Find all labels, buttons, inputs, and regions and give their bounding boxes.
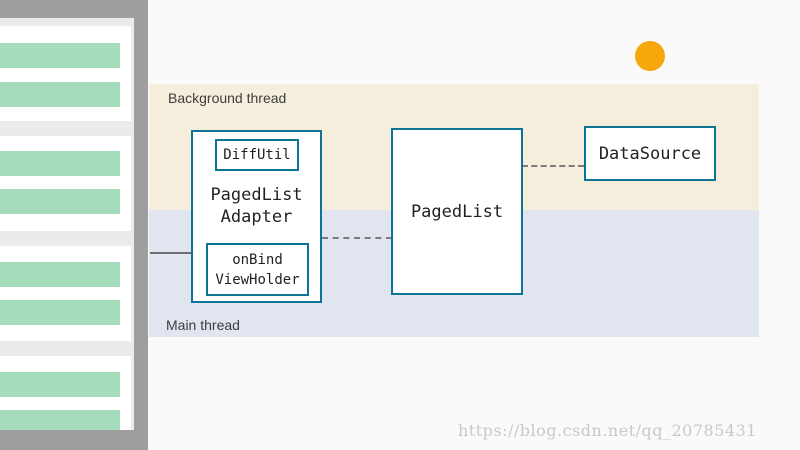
adapter-pagedlist-connector xyxy=(322,237,392,239)
list-item xyxy=(0,136,131,231)
pagedlist-datasource-connector xyxy=(522,165,584,167)
pagedlist-adapter-box: DiffUtil PagedList Adapter onBind ViewHo… xyxy=(191,130,322,303)
list-item-bar xyxy=(0,82,120,107)
orange-dot xyxy=(635,41,665,71)
datasource-box: DataSource xyxy=(584,126,716,181)
datasource-label: DataSource xyxy=(598,143,702,164)
list-item xyxy=(0,356,131,430)
list-item-bar xyxy=(0,372,120,397)
adapter-title-line1: PagedList xyxy=(210,185,303,205)
onbind-connector-line xyxy=(150,252,206,254)
diffutil-box: DiffUtil xyxy=(215,139,299,171)
onbind-line2: ViewHolder xyxy=(215,271,300,288)
list-item-bar xyxy=(0,300,120,325)
watermark-text: https://blog.csdn.net/qq_20785431 xyxy=(458,421,757,440)
pagedlist-label: PagedList xyxy=(410,201,504,222)
list-item-bar xyxy=(0,151,120,176)
pagedlist-box: PagedList xyxy=(391,128,523,295)
adapter-title-line2: Adapter xyxy=(220,207,293,227)
list-item xyxy=(0,26,131,121)
adapter-title: PagedList Adapter xyxy=(193,184,320,228)
list-item-bar xyxy=(0,43,120,68)
list-item-bar xyxy=(0,262,120,287)
list-item-bar xyxy=(0,189,120,214)
phone-screen xyxy=(0,18,134,430)
diffutil-label: DiffUtil xyxy=(223,147,291,163)
list-item-bar xyxy=(0,410,120,430)
onbind-viewholder-box: onBind ViewHolder xyxy=(206,243,309,296)
onbind-line1: onBind xyxy=(232,251,283,268)
background-thread-label: Background thread xyxy=(168,90,287,106)
list-item xyxy=(0,246,131,341)
main-thread-label: Main thread xyxy=(166,317,240,333)
